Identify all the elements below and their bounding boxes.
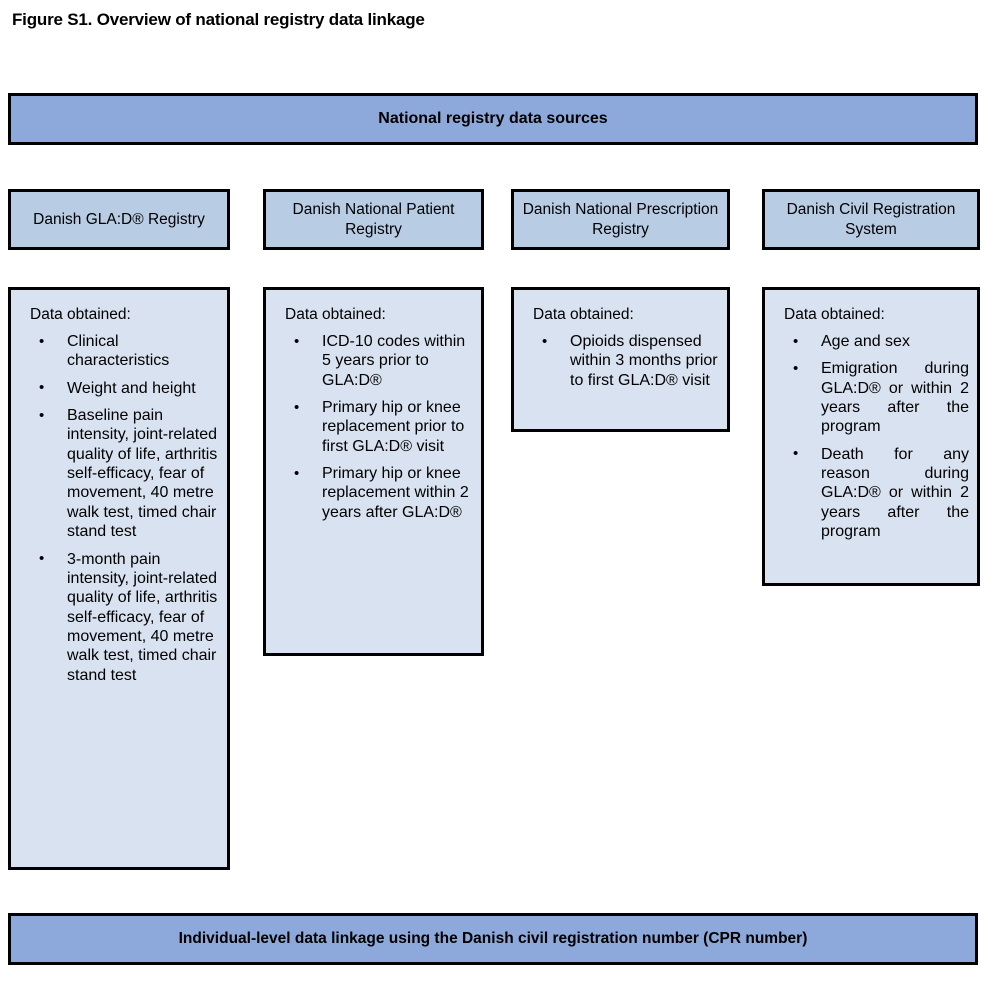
list-item-text: Primary hip or knee replacement prior to… [322, 398, 465, 455]
bullet-icon: • [793, 445, 799, 463]
registry-header-label: Danish GLA:D® Registry [33, 210, 205, 228]
list-item-text: 3-month pain intensity, joint-related qu… [67, 550, 218, 684]
data-obtained-box-national-prescription-registry: Data obtained: • Opioids dispensed within… [511, 287, 730, 432]
bullet-icon: • [39, 332, 45, 350]
list-item: • Death for any reason during GLA:D® or w… [779, 445, 969, 542]
registry-header-label: Danish National Patient Registry [292, 200, 455, 238]
registry-header-label: Danish National Prescription Registry [522, 200, 719, 238]
banner-top-label: National registry data sources [378, 110, 608, 127]
bullet-icon: • [542, 332, 548, 350]
banner-national-registry-data-sources: National registry data sources [8, 93, 978, 145]
registry-header-danish-national-patient-registry: Danish National Patient Registry [263, 189, 484, 250]
data-obtained-list: • Clinical characteristics • Weight and he… [25, 332, 219, 685]
list-item: • Weight and height [25, 379, 219, 398]
data-obtained-label: Data obtained: [30, 306, 131, 323]
list-item-text: Baseline pain intensity, joint-related q… [67, 406, 218, 541]
bullet-icon: • [294, 398, 300, 416]
list-item: • Age and sex [779, 332, 969, 351]
bullet-icon: • [793, 360, 799, 378]
registry-header-danish-national-prescription-registry: Danish National Prescription Registry [511, 189, 730, 250]
data-obtained-label: Data obtained: [285, 306, 386, 323]
banner-individual-level-data-linkage: Individual-level data linkage using the … [8, 913, 978, 965]
data-obtained-box-national-patient-registry: Data obtained: • ICD-10 codes within 5 ye… [263, 287, 484, 656]
registry-header-danish-glad-registry: Danish GLA:D® Registry [8, 189, 230, 250]
data-obtained-box-civil-registration-system: Data obtained: • Age and sex • Emigration … [762, 287, 980, 586]
list-item-text: ICD-10 codes within 5 years prior to GLA… [322, 332, 466, 389]
list-item-text: Emigration during GLA:D® or within 2 yea… [821, 360, 969, 436]
list-item-text: Opioids dispensed within 3 months prior … [570, 332, 718, 389]
bullet-icon: • [294, 332, 300, 350]
bullet-icon: • [39, 379, 45, 397]
registry-header-danish-civil-registration-system: Danish Civil Registration System [762, 189, 980, 250]
list-item-text: Age and sex [821, 332, 910, 350]
bullet-icon: • [793, 332, 799, 350]
data-obtained-list: • ICD-10 codes within 5 years prior to GL… [280, 332, 473, 522]
bullet-icon: • [39, 550, 45, 568]
list-item: • Emigration during GLA:D® or within 2 ye… [779, 359, 969, 436]
bullet-icon: • [294, 464, 300, 482]
data-obtained-list: • Age and sex • Emigration during GLA:D® o… [779, 332, 969, 542]
data-obtained-label: Data obtained: [784, 306, 885, 323]
registry-header-label: Danish Civil Registration System [786, 200, 956, 238]
list-item-text: Weight and height [67, 379, 196, 397]
list-item-text: Death for any reason during GLA:D® or wi… [821, 445, 969, 541]
list-item: • Primary hip or knee replacement prior t… [280, 398, 473, 456]
data-obtained-label: Data obtained: [533, 306, 634, 323]
bullet-icon: • [39, 406, 45, 424]
banner-bottom-label: Individual-level data linkage using the … [178, 930, 808, 947]
data-obtained-box-glad-registry: Data obtained: • Clinical characteristics… [8, 287, 230, 870]
page-title: Figure S1. Overview of national registry… [12, 10, 425, 29]
list-item: • Opioids dispensed within 3 months prior… [528, 332, 719, 390]
data-obtained-list: • Opioids dispensed within 3 months prior… [528, 332, 719, 390]
list-item: • 3-month pain intensity, joint-related q… [25, 550, 219, 686]
list-item-text: Clinical characteristics [67, 332, 170, 370]
list-item: • Primary hip or knee replacement within … [280, 464, 473, 522]
list-item-text: Primary hip or knee replacement within 2… [322, 465, 469, 521]
list-item: • ICD-10 codes within 5 years prior to GL… [280, 332, 473, 390]
list-item: • Baseline pain intensity, joint-related … [25, 406, 219, 542]
list-item: • Clinical characteristics [25, 332, 219, 371]
